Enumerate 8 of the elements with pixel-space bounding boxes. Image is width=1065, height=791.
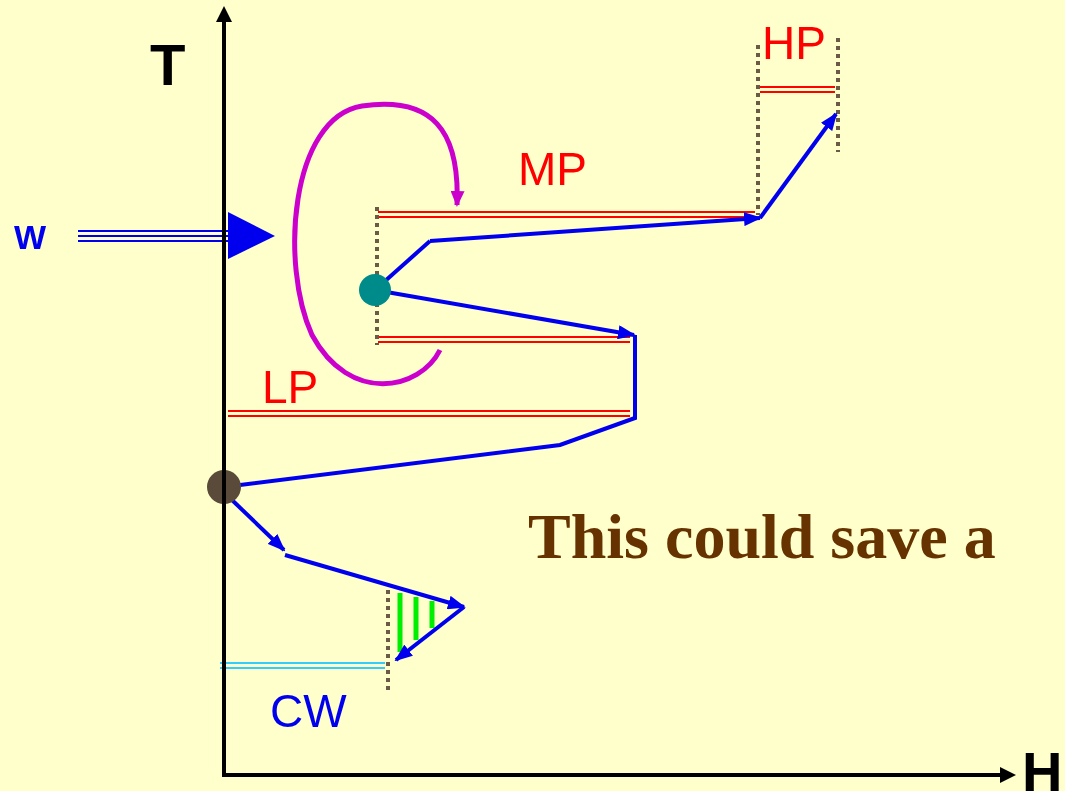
utility-label: LP <box>262 364 319 410</box>
axis-label: H <box>1022 744 1063 791</box>
utility-label: CW <box>270 688 347 734</box>
note-text: This could save a <box>528 505 996 569</box>
utility-label: HP <box>762 20 826 66</box>
utility-label: W <box>14 220 47 254</box>
utility-label: MP <box>518 146 587 192</box>
axis-label: T <box>150 36 186 94</box>
